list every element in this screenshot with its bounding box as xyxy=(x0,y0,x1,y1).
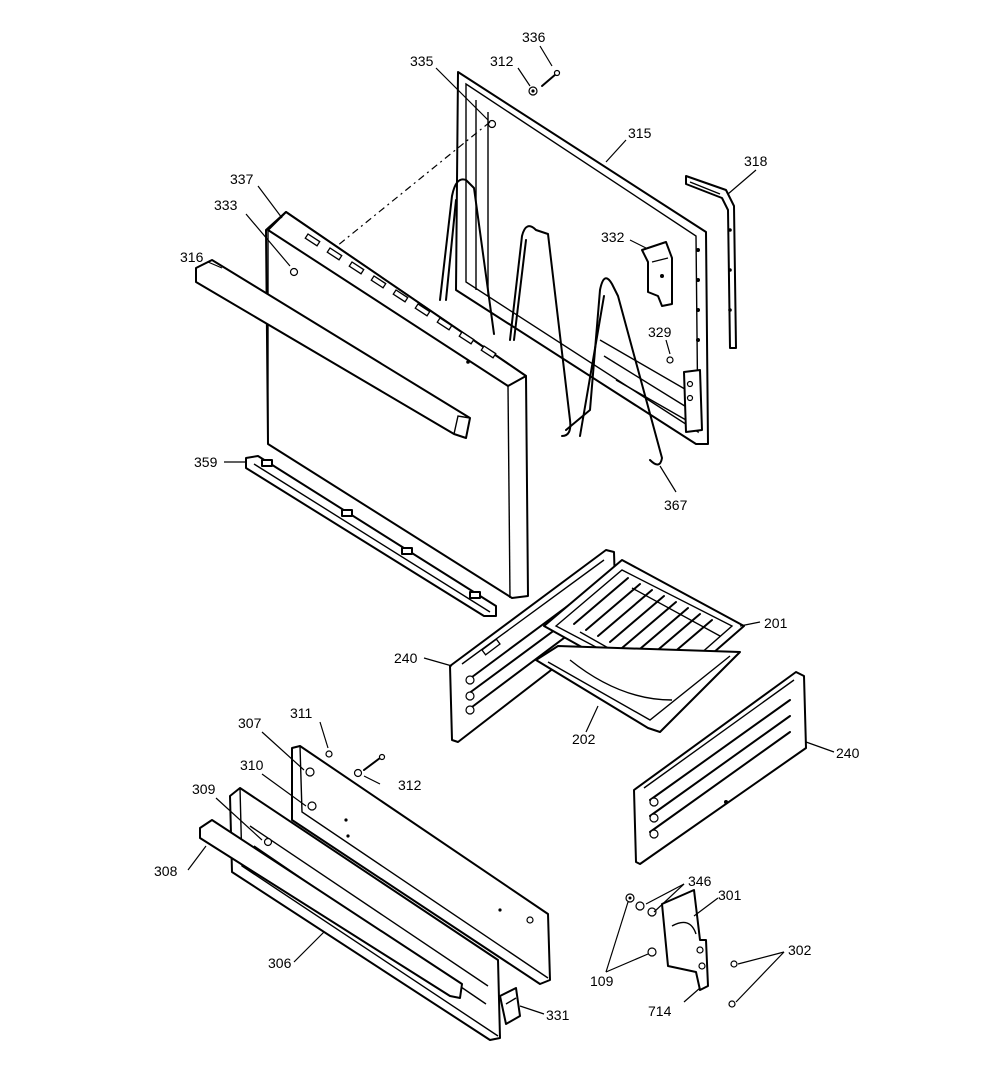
callout-309: 309 xyxy=(192,781,216,797)
side-panel-right xyxy=(633,671,807,865)
callout-332: 332 xyxy=(601,229,625,245)
callout-346: 346 xyxy=(688,873,712,889)
callout-312-top: 312 xyxy=(490,53,514,69)
callout-331: 331 xyxy=(546,1007,570,1023)
door-bracket xyxy=(641,241,673,307)
broiler-grid-slots xyxy=(573,577,721,667)
broiler-pan xyxy=(535,645,741,733)
callout-312-drawer: 312 xyxy=(398,777,422,793)
callout-301: 301 xyxy=(718,887,742,903)
door-bottom-trim xyxy=(245,455,497,617)
drawer-handle xyxy=(199,819,463,999)
callout-labels: 336 335 312 315 318 337 333 316 332 329 … xyxy=(154,29,860,1023)
callout-315: 315 xyxy=(628,125,652,141)
callout-318: 318 xyxy=(744,153,768,169)
drawer-bracket xyxy=(499,987,521,1025)
callout-316: 316 xyxy=(180,249,204,265)
callout-306: 306 xyxy=(268,955,292,971)
alignment-line xyxy=(299,121,491,277)
door-wire-supports xyxy=(439,178,663,466)
callout-202: 202 xyxy=(572,731,596,747)
callout-329: 329 xyxy=(648,324,672,340)
callout-310: 310 xyxy=(240,757,264,773)
hinge-assembly xyxy=(625,889,738,1008)
top-screw-assembly xyxy=(487,69,561,129)
callout-367: 367 xyxy=(664,497,688,513)
callout-240-right: 240 xyxy=(836,745,860,761)
door-inner-panel xyxy=(455,71,709,445)
callout-201: 201 xyxy=(764,615,788,631)
callout-359: 359 xyxy=(194,454,218,470)
callout-307: 307 xyxy=(238,715,262,731)
callout-337: 337 xyxy=(230,171,254,187)
callout-302: 302 xyxy=(788,942,812,958)
callout-308: 308 xyxy=(154,863,178,879)
leader-lines xyxy=(187,45,835,1015)
drawer-back-panel xyxy=(291,745,551,985)
door-outer-panel xyxy=(265,211,529,599)
callout-240-left: 240 xyxy=(394,650,418,666)
callout-336: 336 xyxy=(522,29,546,45)
callout-335: 335 xyxy=(410,53,434,69)
callout-333: 333 xyxy=(214,197,238,213)
door-handle xyxy=(195,259,471,439)
door-vent-slots xyxy=(304,233,497,359)
callout-311: 311 xyxy=(290,705,313,721)
drawer-screws xyxy=(325,750,386,778)
door-gasket-strip xyxy=(685,175,737,349)
screw xyxy=(666,356,674,364)
callout-109: 109 xyxy=(590,973,614,989)
callout-714: 714 xyxy=(648,1003,672,1019)
